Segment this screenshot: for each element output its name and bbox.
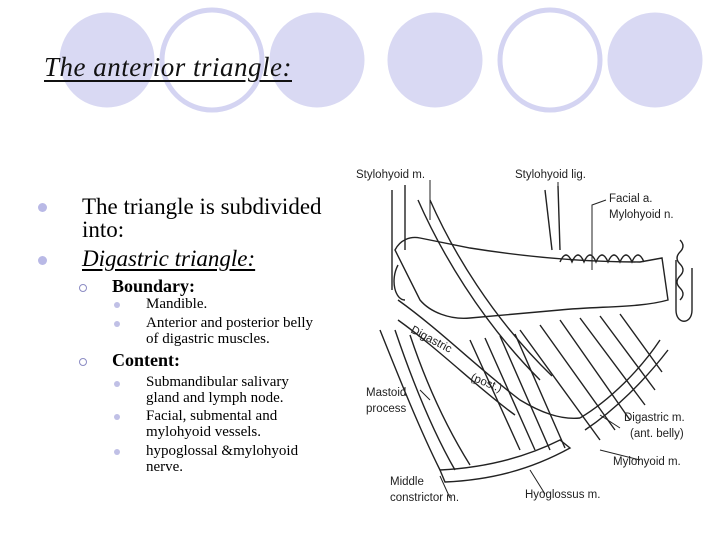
circle-5 <box>497 7 603 113</box>
bullet-subdivided-line1: The triangle is subdivided <box>82 194 322 219</box>
circle-6 <box>602 7 708 113</box>
content-item-3-line1: hypoglossal &mylohyoid <box>146 443 299 459</box>
content-dot-2 <box>114 414 120 420</box>
content-item-2-line2: mylohyoid vessels. <box>146 424 261 440</box>
boundary-dot-2 <box>114 321 120 327</box>
content-item-1-line2: gland and lymph node. <box>146 390 284 406</box>
stylohyoid-muscle <box>417 199 553 381</box>
content-heading: Content: <box>112 350 180 370</box>
boundary-item-2-line2: of digastric muscles. <box>146 331 270 347</box>
circle-3 <box>264 7 370 113</box>
digastric-anterior <box>579 339 669 431</box>
leader-lines <box>419 180 641 499</box>
label-stylohyoid-m: Stylohyoid m. <box>356 169 425 181</box>
bullet-digastric-triangle: Digastric triangle: <box>82 246 256 271</box>
mandible-outline <box>394 236 669 319</box>
content-item-3-line2: nerve. <box>146 459 184 475</box>
bullet-dot-2 <box>38 256 47 265</box>
content-item-1-line1: Submandibular salivary <box>146 374 289 390</box>
label-mastoid-1: Mastoid <box>366 387 406 399</box>
boundary-dot-1 <box>114 302 120 308</box>
label-mastoid-2: process <box>366 403 407 415</box>
label-digastric-m: Digastric m. <box>624 412 685 424</box>
boundary-item-2-line1: Anterior and posterior belly <box>146 315 314 331</box>
label-middle-1: Middle <box>390 476 424 488</box>
mylohyoid-fibers <box>519 313 663 441</box>
bullet-subdivided-line2: into: <box>82 217 125 242</box>
label-ant-belly: (ant. belly) <box>630 428 684 440</box>
label-mylohyoid-n: Mylohyoid n. <box>609 209 674 221</box>
ear-region <box>391 185 406 301</box>
label-mylohyoid-m: Mylohyoid m. <box>613 456 681 468</box>
bullet-dot-1 <box>38 203 47 212</box>
retractor-hook <box>675 260 693 322</box>
boundary-heading: Boundary: <box>112 276 196 296</box>
content-dot-3 <box>114 449 120 455</box>
facial-artery <box>676 239 684 301</box>
hyoglossus <box>469 333 566 451</box>
label-facial-a: Facial a. <box>609 193 652 205</box>
circle-4 <box>382 7 488 113</box>
middle-constrictor <box>379 329 471 471</box>
content-dot-1 <box>114 381 120 387</box>
circle-1 <box>54 7 160 113</box>
slide-title: The anterior triangle: <box>44 52 292 82</box>
boundary-item-1: Mandible. <box>146 296 208 312</box>
sub-bullet-ring-boundary <box>79 284 87 292</box>
digastric-posterior <box>397 299 581 420</box>
sub-bullet-ring-content <box>79 358 87 366</box>
hyoid-bone <box>438 439 572 483</box>
content-item-2-line1: Facial, submental and <box>146 408 278 424</box>
teeth <box>559 254 645 264</box>
stylohyoid-ligament <box>544 185 561 251</box>
label-middle-2: constrictor m. <box>390 492 459 504</box>
circle-2 <box>159 7 265 113</box>
label-hyoglossus-m: Hyoglossus m. <box>525 489 600 501</box>
label-stylohyoid-lig: Stylohyoid lig. <box>515 169 586 181</box>
